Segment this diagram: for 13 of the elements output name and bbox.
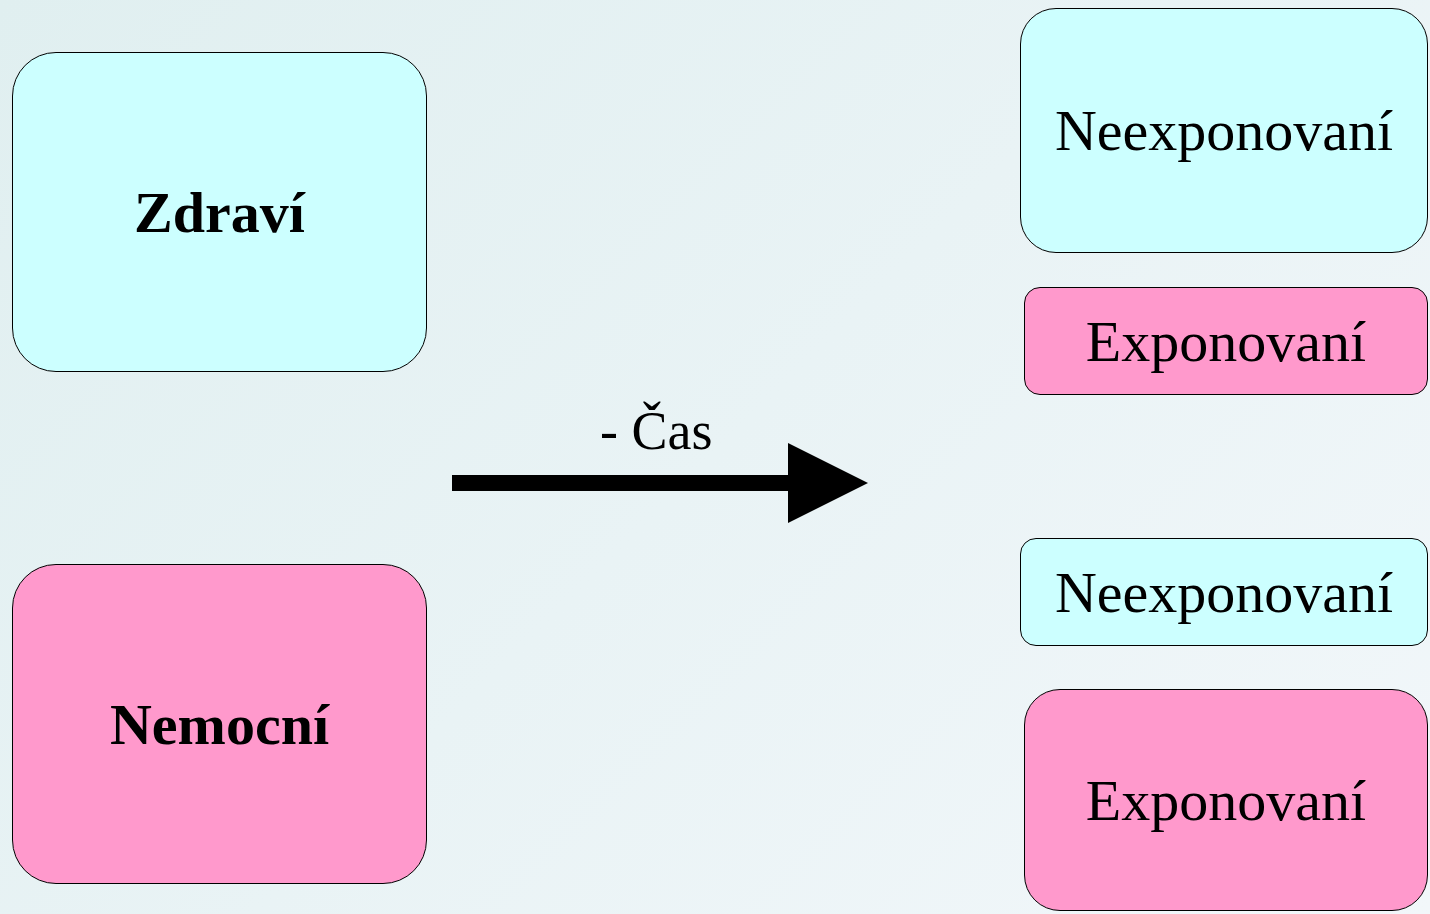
group-label: Nemocní (109, 690, 330, 758)
group-label: Neexponovaní (1054, 558, 1394, 626)
group-box (1024, 689, 1428, 911)
group-label: Neexponovaní (1054, 97, 1394, 164)
group-box (12, 564, 427, 884)
time-label: - Čas (600, 400, 713, 462)
group-label: Exponovaní (1085, 766, 1367, 834)
group-label: Exponovaní (1085, 307, 1367, 375)
group-label: Zdraví (134, 178, 305, 246)
group-box (1020, 8, 1428, 253)
group-box (1020, 538, 1428, 646)
group-box (1024, 287, 1428, 395)
group-box (12, 52, 427, 372)
